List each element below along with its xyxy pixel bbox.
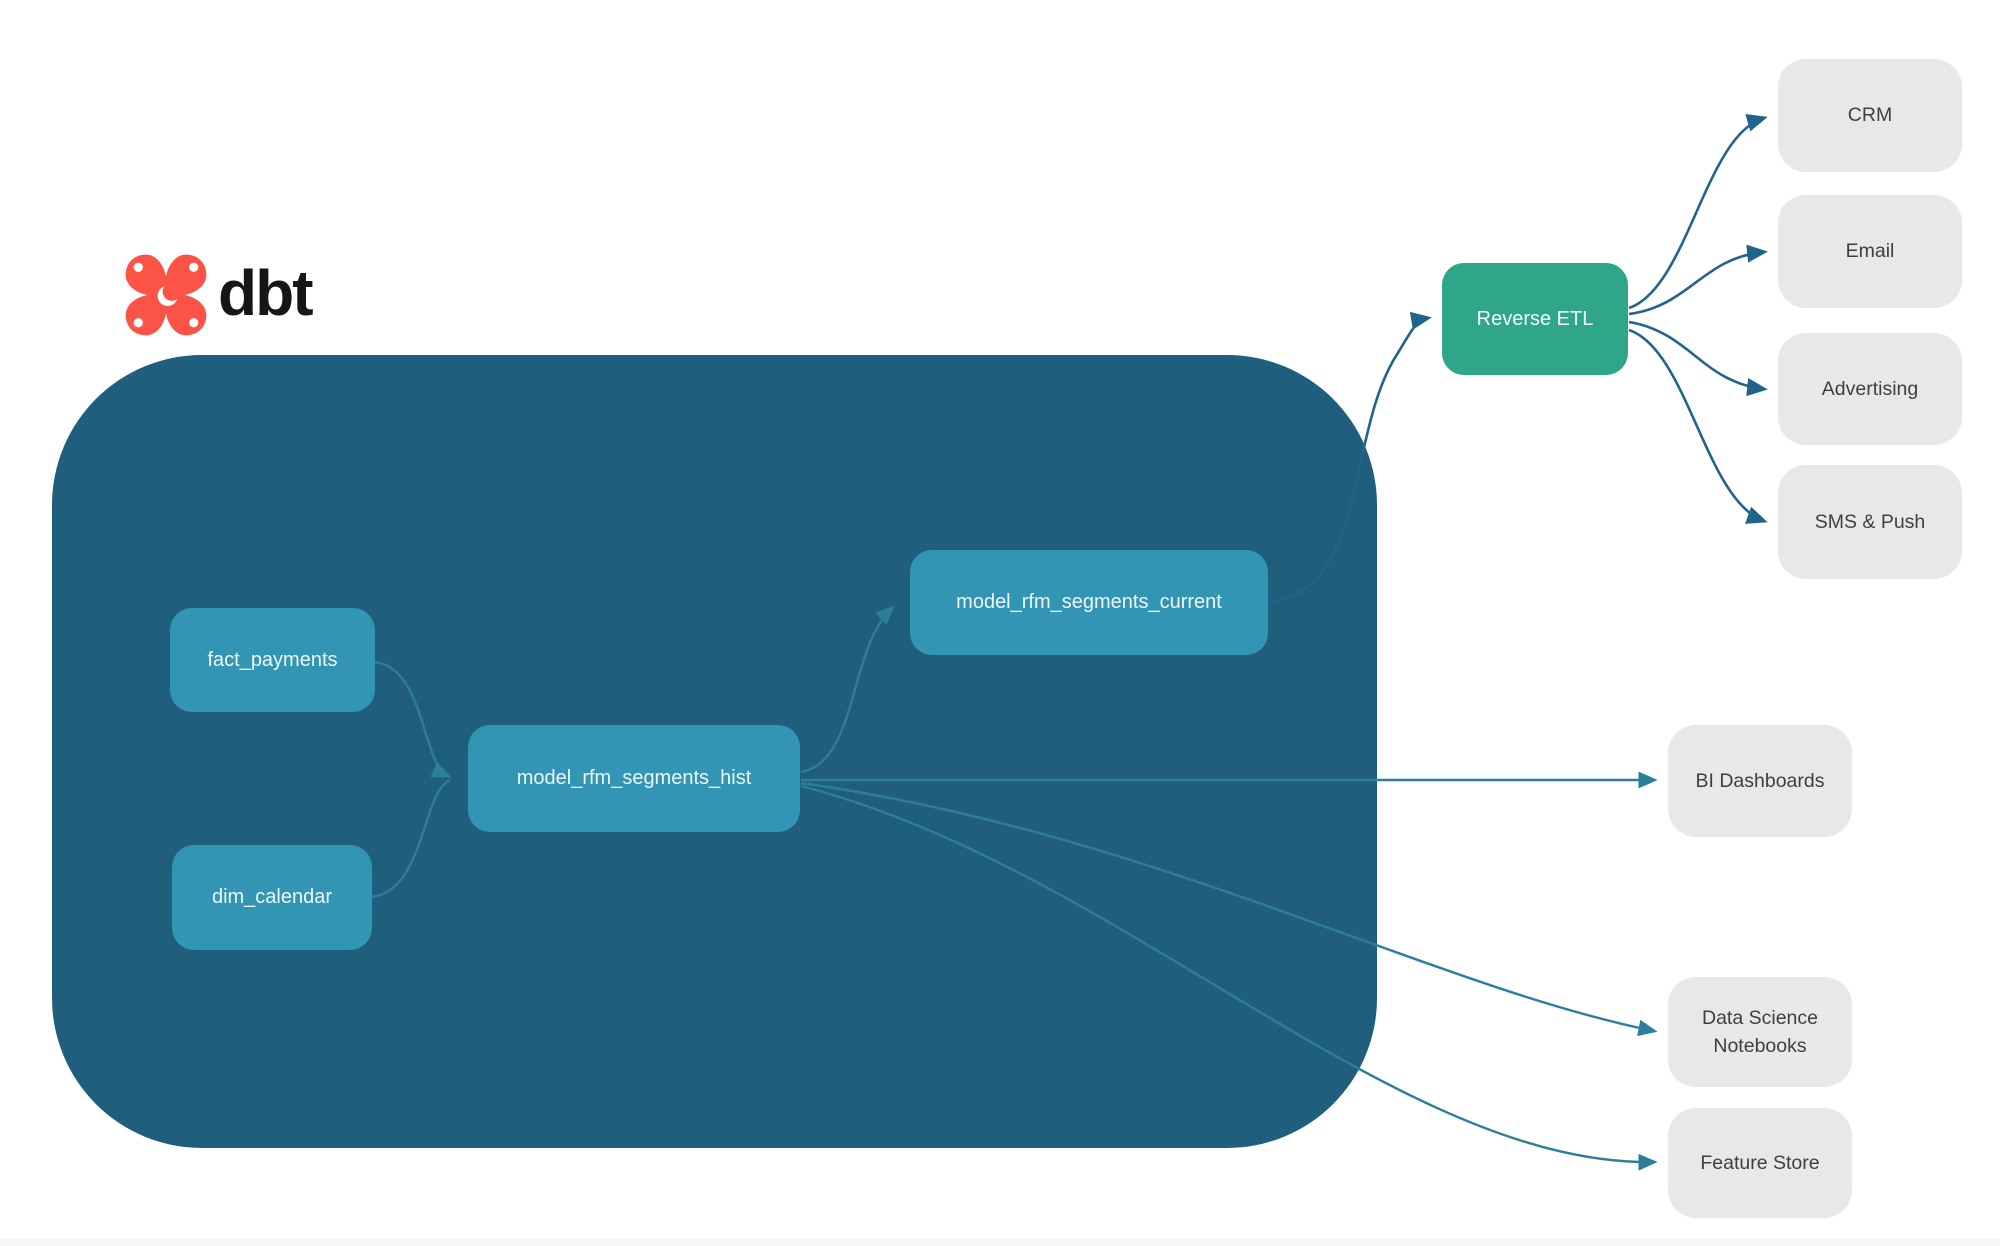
- node-label: Data Science Notebooks: [1702, 1006, 1818, 1057]
- node-model-rfm-segments-hist: model_rfm_segments_hist: [468, 725, 800, 832]
- node-bi-dashboards: BI Dashboards: [1668, 725, 1852, 837]
- node-email: Email: [1778, 195, 1962, 308]
- edge-reverse-etl-to-email: [1628, 244, 1768, 316]
- node-label: Reverse ETL: [1476, 307, 1594, 330]
- node-label: dim_calendar: [211, 886, 333, 908]
- node-dim-calendar: dim_calendar: [172, 845, 372, 950]
- edge-reverse-etl-to-crm: [1628, 113, 1768, 310]
- node-feature-store: Feature Store: [1668, 1108, 1852, 1218]
- node-label: Advertising: [1821, 377, 1919, 400]
- node-model-rfm-segments-current: model_rfm_segments_current: [910, 550, 1268, 655]
- node-advertising: Advertising: [1778, 333, 1962, 445]
- node-crm: CRM: [1778, 59, 1962, 172]
- node-label: Feature Store: [1700, 1151, 1820, 1174]
- node-data-science-notebooks: Data Science Notebooks: [1668, 977, 1852, 1087]
- edge-reverse-etl-to-sms-push: [1628, 328, 1768, 524]
- dbt-wordmark: dbt: [218, 257, 313, 329]
- node-fact-payments: fact_payments: [170, 608, 375, 712]
- node-reverse-etl: Reverse ETL: [1442, 263, 1628, 375]
- node-label: fact_payments: [207, 648, 338, 671]
- dbt-logo: dbt: [124, 252, 313, 338]
- edge-reverse-etl-to-advertising: [1628, 320, 1768, 397]
- bottom-edge-strip: [0, 1239, 2000, 1246]
- node-sms-push: SMS & Push: [1778, 465, 1962, 579]
- node-label: model_rfm_segments_current: [956, 591, 1222, 613]
- node-label: BI Dashboards: [1695, 769, 1825, 792]
- dbt-logo-icon: [125, 254, 207, 336]
- node-label: Email: [1845, 240, 1895, 263]
- node-label: model_rfm_segments_hist: [516, 767, 752, 789]
- node-label: SMS & Push: [1814, 510, 1926, 533]
- node-label: CRM: [1847, 104, 1893, 127]
